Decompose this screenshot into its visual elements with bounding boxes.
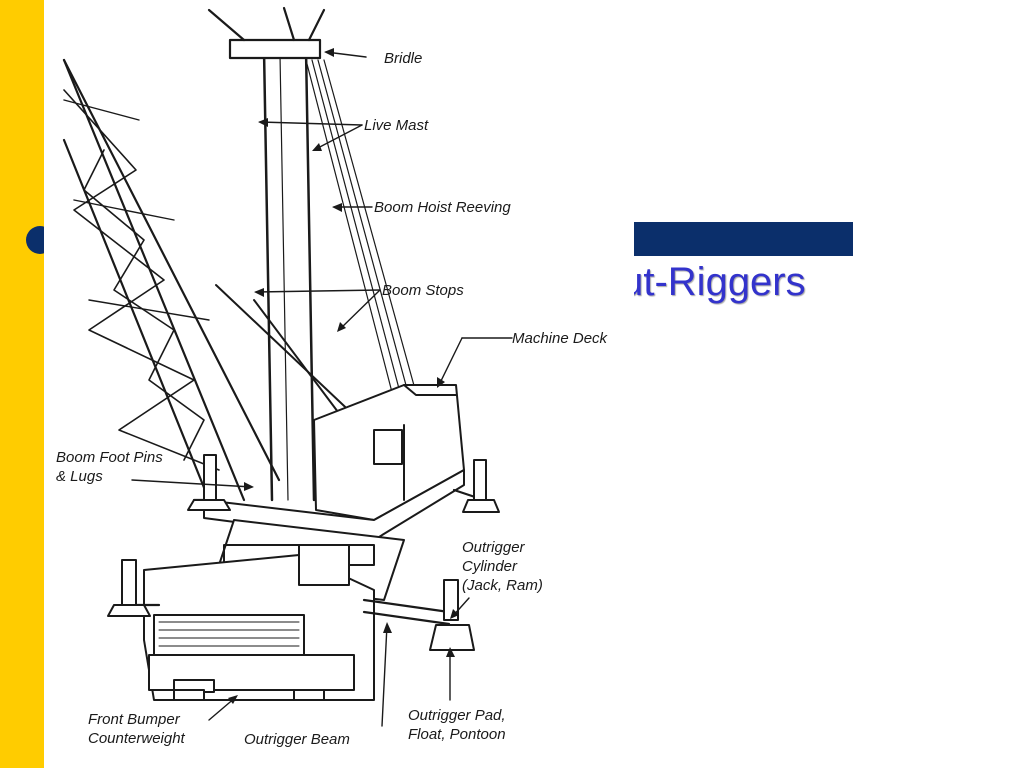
outrigger-pads	[107, 499, 500, 651]
label-boom-foot-pins: Boom Foot Pins & Lugs	[56, 449, 163, 485]
side-accent-bar	[0, 0, 44, 768]
label-outrigger-beam: Outrigger Beam	[244, 731, 350, 748]
bridle	[207, 6, 326, 60]
live-mast	[262, 48, 316, 502]
wheels	[173, 689, 325, 701]
label-boom-stops: Boom Stops	[382, 282, 464, 299]
callout-arrowheads	[228, 48, 459, 704]
outrigger-cylinders	[121, 454, 487, 621]
boom-stops	[215, 284, 360, 421]
label-bridle: Bridle	[384, 50, 423, 67]
crane-diagram: Bridle Live Mast Boom Hoist Reeving Boom…	[44, 0, 634, 768]
label-outrigger-pad: Outrigger Pad, Float, Pontoon	[408, 707, 506, 743]
boom-lattice	[62, 58, 281, 502]
label-machine-deck: Machine Deck	[512, 330, 608, 347]
crane-illustration	[62, 6, 513, 727]
machine-house	[313, 384, 465, 521]
label-front-bumper: Front Bumper Counterweight	[88, 711, 185, 747]
boom-hoist-reeving	[305, 59, 419, 401]
machine-deck	[203, 469, 465, 541]
title-accent-rectangle	[634, 222, 853, 256]
label-outrigger-cylinder: Outrigger Cylinder (Jack, Ram)	[462, 539, 543, 594]
label-live-mast: Live Mast	[364, 117, 429, 134]
label-boom-hoist-reeving: Boom Hoist Reeving	[374, 199, 511, 216]
front-truck	[143, 544, 375, 701]
